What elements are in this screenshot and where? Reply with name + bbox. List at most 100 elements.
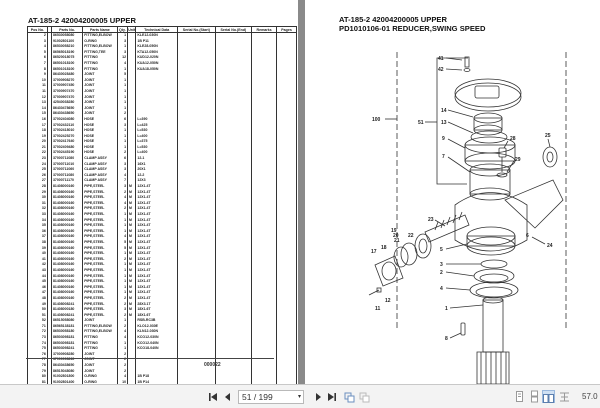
unit-cell: M xyxy=(127,251,137,257)
technical-data-cell xyxy=(135,83,179,89)
qty-cell: 1 xyxy=(116,340,129,347)
remarks-cell xyxy=(251,156,278,162)
technical-data-cell: L=375 xyxy=(135,139,179,145)
next-page-button[interactable] xyxy=(312,391,324,403)
pages-cell xyxy=(276,55,297,61)
technical-data-cell: KTA12-050N xyxy=(135,49,179,56)
technical-data-cell: KCO18-040N xyxy=(135,346,179,352)
pages-cell xyxy=(276,217,297,224)
remarks-cell xyxy=(251,200,278,207)
spacer-cell xyxy=(46,88,52,95)
page-number-input[interactable]: 51 / 199 ▾ xyxy=(238,390,304,404)
rotate-view-button[interactable] xyxy=(343,391,355,403)
remarks-cell xyxy=(251,122,278,129)
callout-41: 41 xyxy=(438,56,444,62)
qty-cell: 1 xyxy=(116,128,129,134)
unit-cell: M xyxy=(127,279,137,285)
document-page-right: AT-185-2 42004200005 UPPER PD1010106-01 … xyxy=(305,0,600,384)
remarks-cell xyxy=(251,267,278,274)
swap-pages-button[interactable] xyxy=(358,391,370,403)
last-page-button[interactable] xyxy=(326,391,338,403)
serial-end-cell xyxy=(214,374,253,380)
spacer-cell xyxy=(46,77,52,84)
qty-cell: 4 xyxy=(116,195,129,201)
qty-cell: 1 xyxy=(116,262,129,268)
zoom-level[interactable]: 57.0 xyxy=(582,392,598,401)
callout-100: 100 xyxy=(372,117,381,123)
spacer-cell xyxy=(46,116,52,123)
next-page-icon xyxy=(316,393,321,401)
first-page-button[interactable] xyxy=(207,391,219,403)
callout-18: 18 xyxy=(381,245,387,251)
spacer-cell xyxy=(46,144,52,151)
spacer-cell xyxy=(46,346,52,352)
callout-8: 8 xyxy=(445,336,448,342)
serial-end-cell xyxy=(214,178,253,185)
pages-cell xyxy=(276,279,297,285)
spacer-cell xyxy=(46,189,52,196)
serial-end-cell xyxy=(214,111,253,117)
remarks-cell xyxy=(251,100,278,106)
technical-data-cell: 12X1.4T xyxy=(135,217,179,224)
unit-cell xyxy=(127,150,137,157)
qty-cell: 1 xyxy=(116,212,129,218)
serial-end-cell xyxy=(214,217,253,224)
pages-cell xyxy=(276,38,297,45)
serial-end-cell xyxy=(214,55,253,61)
single-page-view-button[interactable] xyxy=(513,390,526,403)
single-page-icon xyxy=(516,391,523,402)
continuous-view-button[interactable] xyxy=(528,390,541,403)
unit-cell xyxy=(127,161,137,168)
pages-cell xyxy=(276,228,297,235)
pages-cell xyxy=(276,323,297,330)
diagram-title-line2: PD1010106-01 REDUCER,SWING SPEED xyxy=(339,24,486,33)
callout-23: 23 xyxy=(428,217,434,223)
chevron-down-icon[interactable]: ▾ xyxy=(297,394,301,400)
unit-cell xyxy=(127,363,137,369)
qty-cell: 1 xyxy=(116,228,129,235)
remarks-cell xyxy=(251,245,278,252)
serial-end-cell xyxy=(214,357,253,364)
remarks-cell xyxy=(251,351,278,358)
pages-cell xyxy=(276,83,297,89)
spacer-cell xyxy=(46,323,52,330)
previous-page-button[interactable] xyxy=(222,391,234,403)
first-page-icon xyxy=(209,393,217,401)
callout-6: 6 xyxy=(526,233,529,239)
serial-end-cell xyxy=(214,139,253,145)
viewer-toolbar: 51 / 199 ▾ 57.0 xyxy=(0,384,600,408)
remarks-cell xyxy=(251,234,278,240)
serial-end-cell xyxy=(214,379,253,384)
serial-end-cell xyxy=(214,335,253,341)
pages-cell xyxy=(276,346,297,352)
technical-data-cell: 12X1.4T xyxy=(135,279,179,285)
technical-data-cell: 16X1 xyxy=(135,161,179,168)
unit-cell xyxy=(127,172,137,179)
two-page-view-button[interactable] xyxy=(542,390,555,403)
technical-data-cell: 12X1.4T xyxy=(135,256,179,263)
qty-cell: 4 xyxy=(116,60,129,67)
spacer-cell xyxy=(46,111,52,117)
unit-cell xyxy=(127,357,137,364)
technical-data-cell xyxy=(135,72,179,78)
serial-end-cell xyxy=(214,301,253,308)
technical-data-cell: 12X1.4T xyxy=(135,195,179,201)
two-page-continuous-view-button[interactable] xyxy=(558,390,571,403)
spacer-cell xyxy=(46,128,52,134)
callout-24: 24 xyxy=(547,243,553,249)
qty-cell: 3 xyxy=(116,161,129,168)
spacer-cell xyxy=(46,239,52,246)
serial-end-cell xyxy=(214,167,253,173)
serial-end-cell xyxy=(214,38,253,45)
pages-cell xyxy=(276,116,297,123)
pages-cell xyxy=(276,66,297,73)
technical-data-cell: 12-1 xyxy=(135,156,179,162)
